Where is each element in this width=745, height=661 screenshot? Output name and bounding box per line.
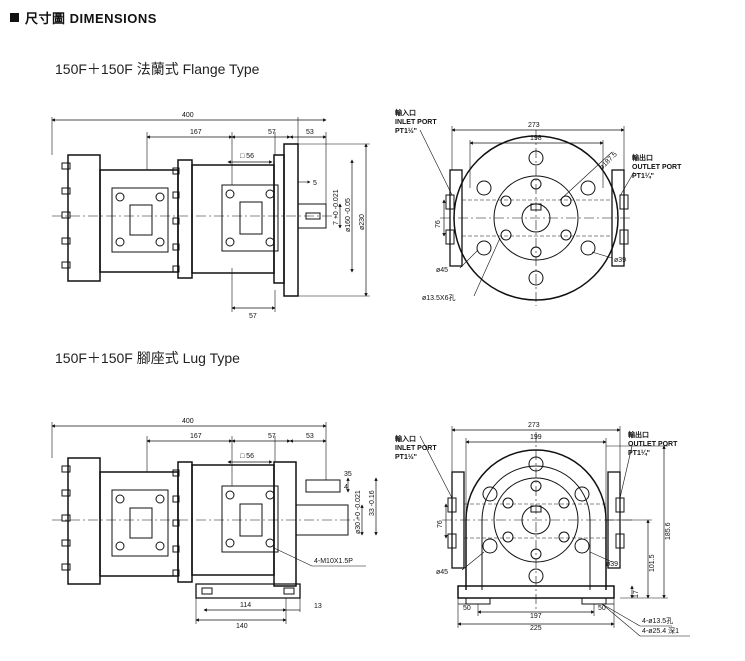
lug-dim-hole1: 4-ø13.5孔 xyxy=(642,617,673,625)
lug-dim-225: 225 xyxy=(530,625,542,632)
lug-dim-114: 114 xyxy=(240,602,251,609)
lug-front-view xyxy=(419,426,690,637)
lug-dim-57: 57 xyxy=(268,433,276,440)
header-square-icon xyxy=(10,13,19,22)
lug-dim-39: ø39 xyxy=(606,561,618,568)
lug-dim-17: 17 xyxy=(633,590,640,598)
lug-dim-45: ø45 xyxy=(436,569,448,576)
lug-dim-50b: 50 xyxy=(598,605,606,612)
outlet-en: OUTLET PORT xyxy=(632,164,682,171)
lug-dim-101: 101.5 xyxy=(649,554,656,572)
dim-7-tol: 7 +0 -0.021 xyxy=(333,189,340,225)
lug-inlet-zh: 輸入口 xyxy=(395,434,416,443)
lug-dim-400: 400 xyxy=(182,418,194,425)
dim-76: 76 xyxy=(435,220,442,228)
flange-side-view xyxy=(51,117,370,312)
dim-53: 53 xyxy=(306,129,314,136)
lug-inlet-pt: PT1½" xyxy=(395,453,417,461)
lug-dim-167: 167 xyxy=(190,433,202,440)
lug-dim-140: 140 xyxy=(236,623,248,630)
lug-outlet-en: OUTLET PORT xyxy=(628,441,678,448)
lug-dim-197: 197 xyxy=(530,613,542,620)
dim-45: ø45 xyxy=(436,267,448,274)
lug-dim-185: 185.6 xyxy=(665,522,672,540)
inlet-pt: PT1½" xyxy=(395,127,417,135)
dim-273: 273 xyxy=(528,122,540,129)
dim-230: ø230 xyxy=(359,214,366,230)
lug-dim-hole2: 4-ø25.4 深1 xyxy=(642,626,679,635)
lug-dim-76: 76 xyxy=(437,520,444,528)
dim-holes: ø13.5X6孔 xyxy=(422,294,455,302)
lug-outlet-pt: PT1¼" xyxy=(628,449,650,457)
lug-side-dims: 400 167 57 53 □ 56 35 4 ø30 +0 -0.021 33… xyxy=(182,418,376,630)
dim-bottom-57: 57 xyxy=(249,313,257,320)
dim-39: ø39 xyxy=(614,257,626,264)
inlet-zh: 輸入口 xyxy=(395,108,416,117)
dim-5: 5 xyxy=(313,180,317,187)
dim-160: ø160 -0.05 xyxy=(345,198,352,232)
lug-dim-35: 35 xyxy=(344,471,352,478)
lug-dim-199: 199 xyxy=(530,434,542,441)
lug-dim-50a: 50 xyxy=(463,605,471,612)
lug-front-dims: 273 199 76 ø45 ø39 185.6 101.5 17 50 50 … xyxy=(395,422,679,635)
flange-title: 150F＋150F 法蘭式 Flange Type xyxy=(55,61,260,77)
lug-dim-273: 273 xyxy=(528,422,540,429)
dim-198: 198 xyxy=(530,135,542,142)
lug-dim-thread: 4-M10X1.5P xyxy=(314,558,353,565)
dim-square-56: □ 56 xyxy=(240,153,254,160)
flange-front-view xyxy=(419,126,635,306)
lug-inlet-en: INLET PORT xyxy=(395,445,437,452)
lug-dim-square-56: □ 56 xyxy=(240,453,254,460)
dim-187: ø187.5 xyxy=(598,151,618,171)
flange-front-dims: 273 198 ø187.5 76 ø45 ø39 ø13.5X6孔 輸入口 I… xyxy=(395,108,682,302)
outlet-pt: PT1¼" xyxy=(632,172,654,180)
lug-dim-53: 53 xyxy=(306,433,314,440)
lug-outlet-zh: 輸出口 xyxy=(628,430,649,439)
inlet-en: INLET PORT xyxy=(395,119,437,126)
outlet-zh: 輸出口 xyxy=(632,153,653,162)
dim-400: 400 xyxy=(182,112,194,119)
lug-dim-33: 33 -0.16 xyxy=(369,490,376,516)
dim-167: 167 xyxy=(190,129,202,136)
lug-title: 150F＋150F 腳座式 Lug Type xyxy=(55,350,240,366)
section-header: 尺寸圖 DIMENSIONS xyxy=(10,8,157,27)
lug-dim-4: 4 xyxy=(344,484,348,491)
lug-dim-13: 13 xyxy=(314,603,322,610)
lug-side-view xyxy=(51,422,378,624)
lug-dim-30: ø30 +0 -0.021 xyxy=(355,490,362,534)
header-text: 尺寸圖 DIMENSIONS xyxy=(25,11,157,26)
flange-side-dims: 400 167 57 53 □ 56 5 57 7 +0 -0.021 ø160… xyxy=(182,112,366,320)
dim-57: 57 xyxy=(268,129,276,136)
